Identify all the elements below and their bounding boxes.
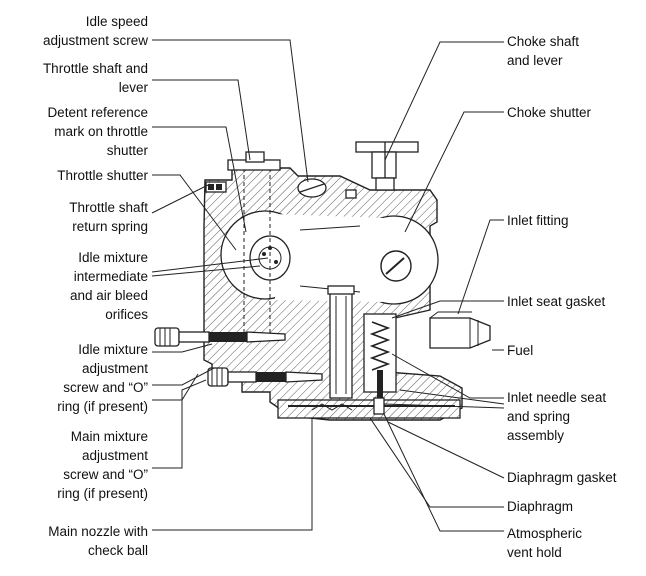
diaphragm-cover [277,399,461,419]
label-idle-speed-screw: Idle speed adjustment screw [43,14,148,48]
label-detent-mark: Detent reference mark on throttle shutter [47,105,148,158]
label-line: Idle speed [86,14,148,29]
label-line: Throttle shaft [69,200,148,215]
label-line: Atmospheric [507,526,582,541]
label-line: adjustment [82,448,148,463]
label-throttle-shutter: Throttle shutter [57,168,148,183]
label-diaphragm-gasket: Diaphragm gasket [507,470,617,485]
label-line: Choke shutter [507,105,592,120]
label-line: screw and “O” [63,467,148,482]
venturi-passage [275,214,385,302]
label-inlet-seat-gasket: Inlet seat gasket [507,294,606,309]
idle-mixture-screw [154,327,286,347]
label-line: Idle mixture [78,342,148,357]
inlet-fitting [429,311,491,349]
main-mixture-screw [207,367,323,387]
label-line: Main mixture [71,429,148,444]
left-labels: Idle speed adjustment screw Throttle shaf… [43,14,149,558]
label-line: and air bleed [70,288,148,303]
carburetor-cross-section [154,141,491,421]
label-line: Diaphragm [507,499,573,514]
label-line: Throttle shaft and [43,61,148,76]
label-idle-orifices: Idle mixture intermediate and air bleed ori… [70,250,148,322]
label-line: Idle mixture [78,250,148,265]
label-inlet-needle: Inlet needle seat and spring assembly [507,390,606,443]
label-diaphragm: Diaphragm [507,499,573,514]
label-line: Detent reference [47,105,148,120]
label-line: return spring [72,219,148,234]
label-line: orifices [105,307,148,322]
label-line: Choke shaft [507,34,579,49]
leader-lines [151,39,505,532]
label-line: and spring [507,409,570,424]
label-line: Fuel [507,343,533,358]
label-throttle-shaft: Throttle shaft and lever [43,61,149,95]
label-line: Diaphragm gasket [507,470,617,485]
label-throttle-return-spring: Throttle shaft return spring [69,200,148,234]
label-line: Throttle shutter [57,168,148,183]
label-idle-mixture-screw: Idle mixture adjustment screw and “O” ring … [57,342,148,414]
label-fuel: Fuel [507,343,533,358]
choke-lever [355,141,419,153]
label-line: Inlet fitting [507,213,569,228]
label-main-nozzle: Main nozzle with check ball [48,524,148,558]
label-main-mixture-screw: Main mixture adjustment screw and “O” ring … [57,429,148,501]
label-line: Inlet seat gasket [507,294,606,309]
label-choke-shutter: Choke shutter [507,105,592,120]
label-atmospheric-vent: Atmospheric vent hold [507,526,582,560]
label-line: adjustment [82,361,148,376]
label-line: Main nozzle with [48,524,148,539]
label-choke-shaft: Choke shaft and lever [507,34,579,68]
label-inlet-fitting: Inlet fitting [507,213,569,228]
label-line: adjustment screw [43,33,148,48]
label-line: ring (if present) [57,399,148,414]
label-line: screw and “O” [63,380,148,395]
inlet-needle-spring [369,321,391,371]
right-labels: Choke shaft and lever Choke shutter Inlet… [507,34,617,560]
label-line: assembly [507,428,564,443]
label-line: and lever [507,53,563,68]
main-nozzle [329,289,353,399]
label-line: vent hold [507,545,562,560]
label-line: check ball [88,543,148,558]
label-line: mark on throttle [54,124,148,139]
label-line: intermediate [74,269,148,284]
label-line: ring (if present) [57,486,148,501]
label-line: lever [119,80,149,95]
label-line: shutter [107,143,149,158]
label-line: Inlet needle seat [507,390,606,405]
